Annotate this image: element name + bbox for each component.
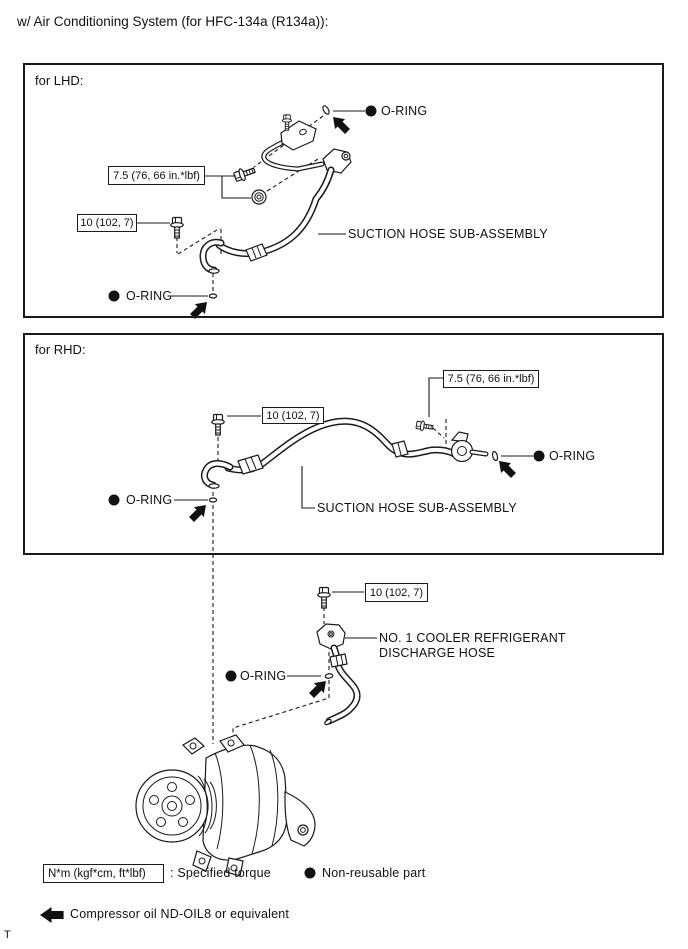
oil-arrow-icon	[40, 906, 64, 924]
discharge-bolt-10	[317, 586, 331, 609]
legend-non-reusable-label: Non-reusable part	[322, 866, 426, 880]
lhd-torque-7-5-box: 7.5 (76, 66 in.*lbf)	[108, 166, 205, 185]
lhd-oring-bottom-label: O-RING	[126, 289, 173, 303]
discharge-hose-label-line1: NO. 1 COOLER REFRIGERANT	[379, 631, 566, 645]
lhd-heading: for LHD:	[35, 73, 84, 88]
footer-mark: T	[4, 929, 11, 941]
rhd-oring-left	[208, 497, 218, 503]
non-reusable-dot-icon	[108, 494, 120, 506]
rhd-oring-right	[491, 450, 499, 462]
discharge-hose-drawing	[324, 644, 361, 726]
lhd-torque-10-box: 10 (102, 7)	[77, 214, 137, 232]
non-reusable-dot-icon	[304, 867, 316, 879]
lhd-suction-hose-label: SUCTION HOSE SUB-ASSEMBLY	[348, 227, 548, 241]
rhd-torque-7-5-box: 7.5 (76, 66 in.*lbf)	[443, 370, 539, 388]
non-reusable-dot-icon	[108, 290, 120, 302]
legend-torque-desc: : Specified torque	[170, 866, 271, 880]
discharge-oring	[324, 673, 334, 679]
legend-artwork	[40, 867, 316, 924]
lhd-diagram	[108, 105, 377, 322]
rhd-suction-hose-label: SUCTION HOSE SUB-ASSEMBLY	[317, 501, 517, 515]
oil-arrow-icon	[306, 676, 331, 701]
rhd-suction-hose-drawing	[200, 417, 489, 489]
lhd-oring-top-label: O-RING	[381, 104, 428, 118]
rhd-frame	[23, 333, 664, 555]
rhd-diagram	[108, 377, 545, 744]
page-title: w/ Air Conditioning System (for HFC-134a…	[17, 14, 329, 29]
lhd-frame	[23, 63, 664, 318]
lhd-nut	[251, 189, 267, 205]
lhd-pipe-bracket	[280, 120, 317, 151]
legend-compressor-oil-label: Compressor oil ND-OIL8 or equivalent	[70, 907, 290, 921]
discharge-diagram	[135, 586, 377, 877]
rhd-oring-right-label: O-RING	[549, 449, 596, 463]
lhd-oring-top	[322, 105, 330, 115]
rhd-oring-left-label: O-RING	[126, 493, 173, 507]
compressor-drawing	[135, 734, 316, 877]
lhd-oring-bottom	[208, 293, 218, 299]
discharge-torque-10-box: 10 (102, 7)	[365, 583, 428, 602]
non-reusable-dot-icon	[533, 450, 545, 462]
non-reusable-dot-icon	[225, 670, 237, 682]
discharge-hose-label-line2: DISCHARGE HOSE	[379, 646, 496, 660]
lhd-suction-hose-drawing	[199, 166, 335, 274]
rhd-torque-10-box: 10 (102, 7)	[262, 407, 324, 424]
legend-torque-unit-box: N*m (kgf*cm, ft*lbf)	[43, 864, 164, 883]
non-reusable-dot-icon	[365, 105, 377, 117]
rhd-heading: for RHD:	[35, 342, 86, 357]
discharge-oring-label: O-RING	[240, 669, 287, 683]
